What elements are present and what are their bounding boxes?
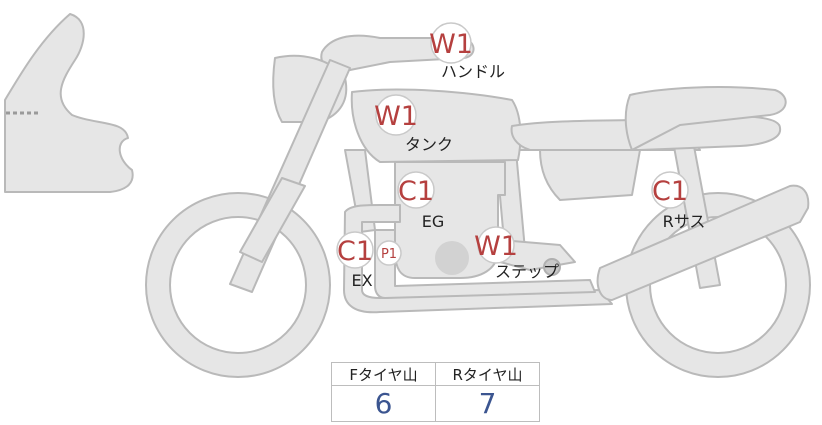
fork-guard bbox=[239, 177, 306, 263]
marker-rear-suspension-code: C1 bbox=[652, 176, 688, 207]
marker-handle-code: W1 bbox=[429, 29, 473, 60]
marker-handle-circle bbox=[430, 22, 472, 64]
tire-table-value-row: 6 7 bbox=[331, 385, 540, 422]
muffler bbox=[596, 184, 810, 301]
marker-rear-suspension[interactable]: C1 Rサス bbox=[651, 171, 706, 231]
tail-cowl bbox=[624, 86, 787, 151]
marker-tank-code: W1 bbox=[374, 101, 418, 132]
front-tire-header: Fタイヤ山 bbox=[331, 362, 436, 386]
marker-exhaust-label: EX bbox=[351, 271, 372, 290]
marker-tank-label: タンク bbox=[405, 135, 453, 154]
rear-tire-header: Rタイヤ山 bbox=[435, 362, 540, 386]
fairing-part bbox=[4, 13, 134, 193]
marker-engine-label: EG bbox=[422, 212, 445, 231]
exhaust-upper bbox=[343, 204, 613, 314]
marker-engine[interactable]: C1 EG bbox=[397, 171, 445, 231]
marker-exhaust-circle bbox=[336, 231, 374, 269]
engine-cover bbox=[435, 241, 469, 275]
front-tire-value: 6 bbox=[331, 385, 436, 422]
marker-handle[interactable]: W1 ハンドル bbox=[429, 22, 505, 81]
marker-step-label: ステップ bbox=[495, 262, 559, 281]
exhaust-lower bbox=[374, 229, 596, 299]
marker-rear-suspension-label: Rサス bbox=[663, 212, 706, 231]
marker-tank[interactable]: W1 タンク bbox=[374, 94, 453, 154]
marker-step-circle bbox=[477, 226, 515, 264]
footrest bbox=[543, 258, 561, 276]
marker-exhaust[interactable]: C1 P1 EX bbox=[336, 231, 402, 290]
marker-exhaust-extra-circle bbox=[376, 240, 402, 266]
rear-tire-value: 7 bbox=[435, 385, 540, 422]
tail-lower bbox=[539, 149, 641, 201]
marker-tank-circle bbox=[375, 94, 417, 136]
marker-step[interactable]: W1 ステップ bbox=[474, 226, 559, 281]
marker-rear-suspension-circle bbox=[651, 171, 689, 209]
tire-tread-table: Fタイヤ山 Rタイヤ山 6 7 bbox=[331, 362, 540, 422]
marker-step-code: W1 bbox=[474, 231, 518, 262]
marker-exhaust-extra-code: P1 bbox=[381, 247, 397, 262]
marker-exhaust-code: C1 bbox=[337, 236, 373, 267]
tire-table-header-row: Fタイヤ山 Rタイヤ山 bbox=[331, 362, 540, 386]
marker-engine-code: C1 bbox=[398, 176, 434, 207]
marker-handle-label: ハンドル bbox=[441, 62, 505, 81]
marker-engine-circle bbox=[397, 171, 435, 209]
